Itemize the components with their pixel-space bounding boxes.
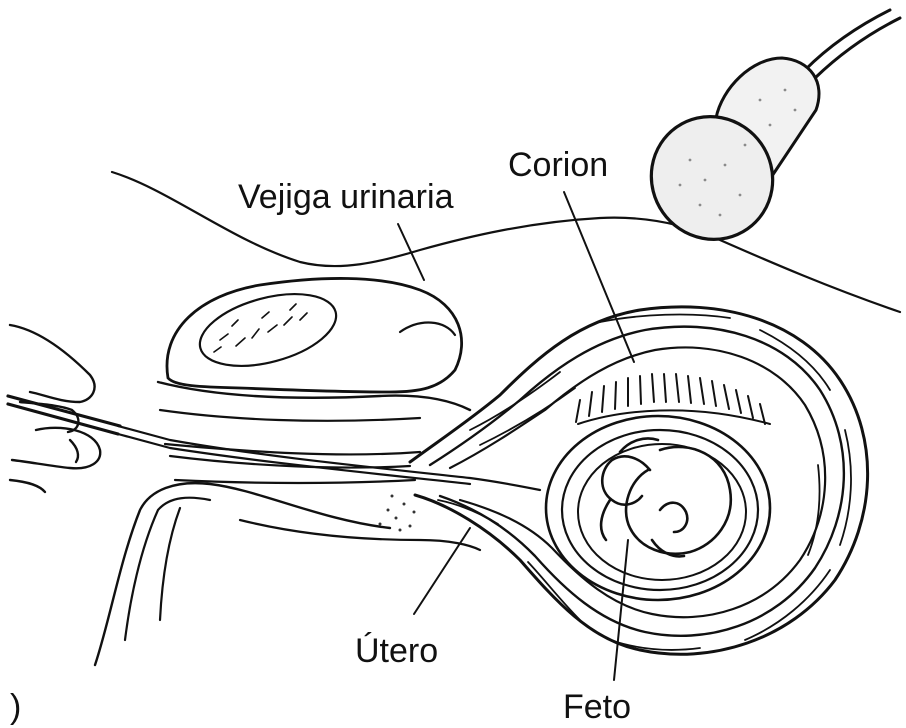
- pelvic-contour: [95, 483, 390, 665]
- catheter: [8, 396, 540, 490]
- bladder-inner-fold: [400, 323, 455, 335]
- cervix-stipple: [379, 495, 416, 532]
- label-fetus: Feto: [563, 690, 631, 724]
- fetus-icon: [601, 439, 731, 557]
- label-bladder: Vejiga urinaria: [238, 180, 453, 214]
- label-chorion: Corion: [508, 148, 608, 182]
- ultrasound-probe-icon: [627, 10, 900, 263]
- edge-fragment: ): [10, 690, 21, 724]
- bladder-contents: [192, 281, 344, 379]
- leader-bladder: [398, 224, 424, 280]
- uterus-wall: [410, 307, 868, 654]
- leader-feto: [614, 540, 628, 680]
- label-uterus: Útero: [355, 634, 438, 668]
